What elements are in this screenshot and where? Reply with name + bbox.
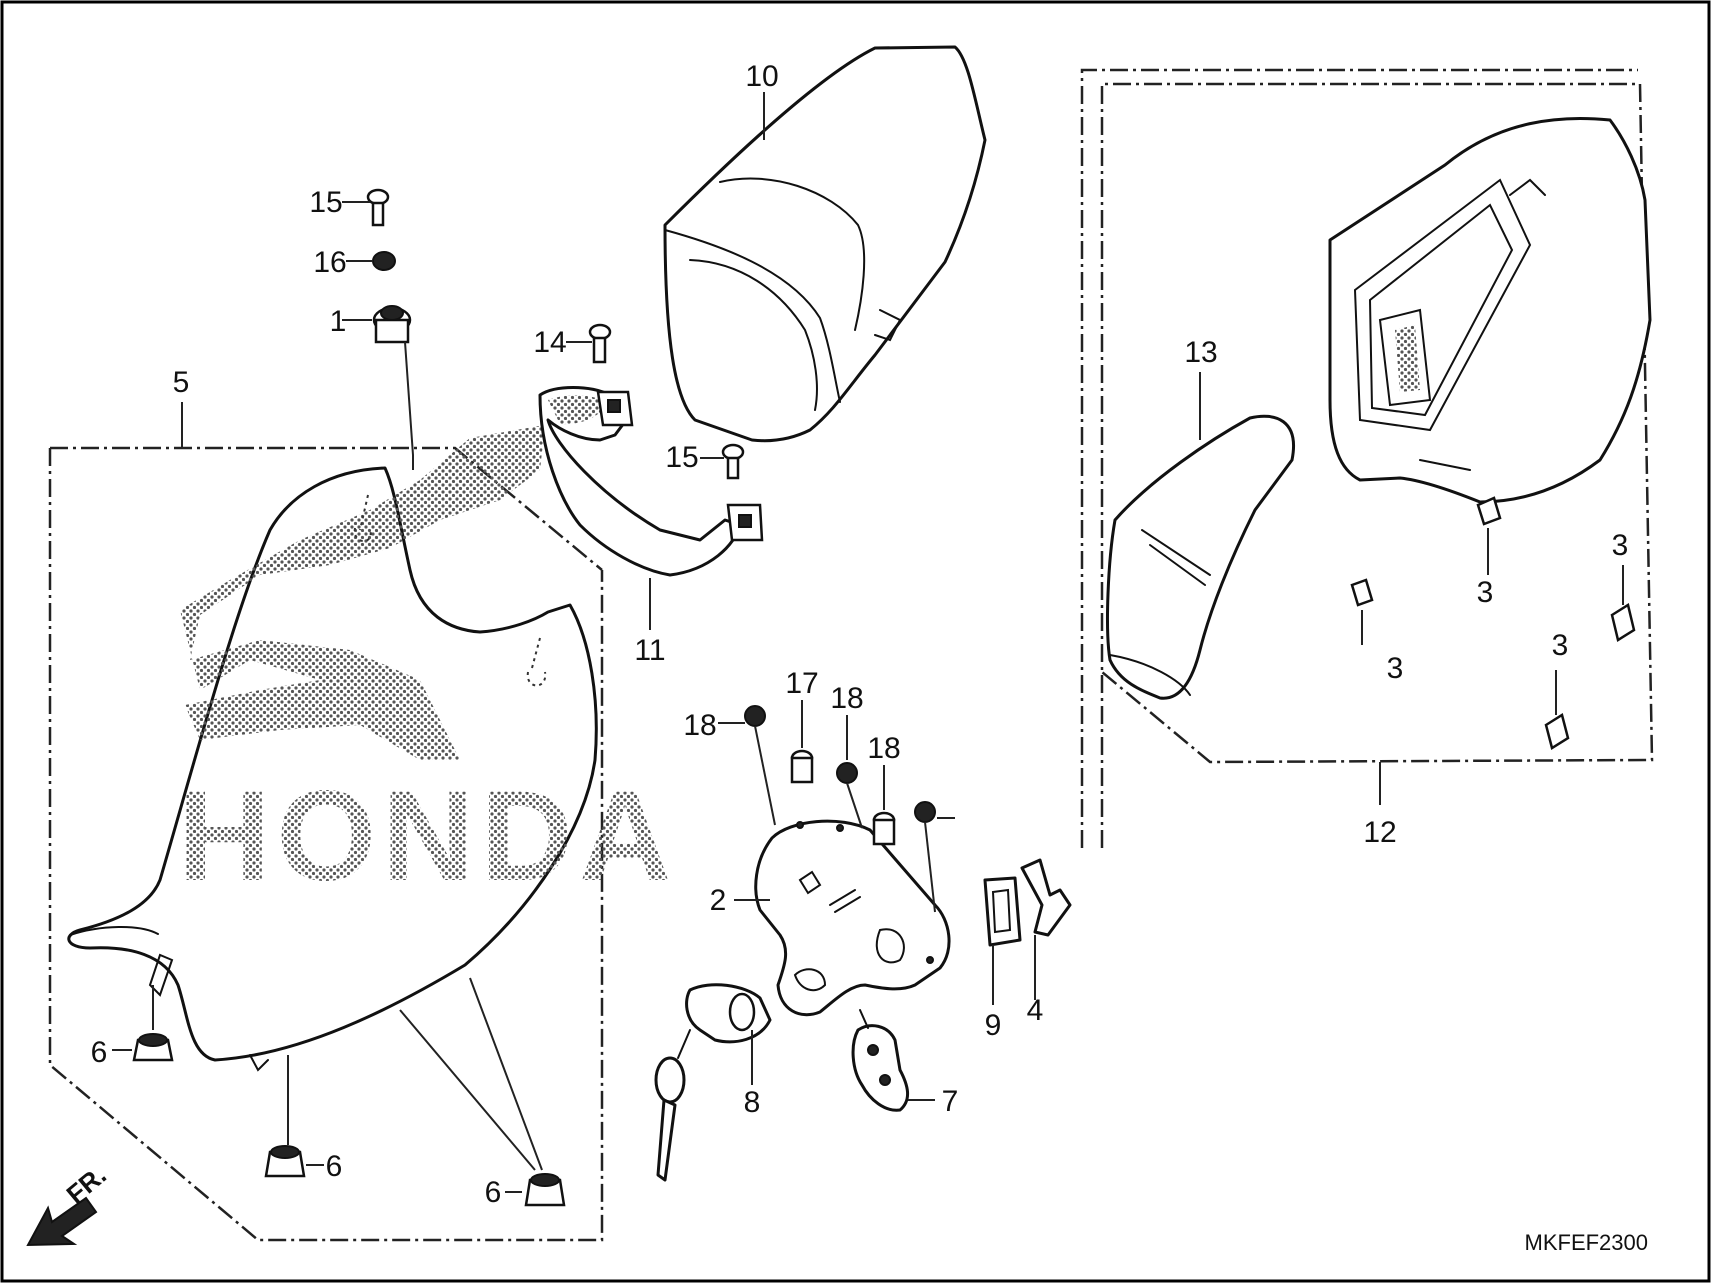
front-direction-arrow: FR. [26, 1160, 112, 1247]
callout-3-a: 3 [1387, 652, 1404, 685]
callout-15-b: 18 [867, 732, 900, 765]
callout-13: 13 [1184, 336, 1217, 369]
clip-3-c [1544, 670, 1570, 750]
callout-6-c: 6 [485, 1176, 502, 1209]
grommet-1 [372, 305, 412, 344]
rider-seat: HONDA [67, 425, 677, 1072]
callout-11: 11 [634, 634, 665, 667]
rear-seat-cowl-10 [663, 45, 987, 443]
callout-6-a: 6 [91, 1036, 108, 1069]
callout-12: 12 [1363, 816, 1396, 849]
seat-lock-cable-7 [851, 1009, 909, 1112]
front-direction-label: FR. [61, 1160, 112, 1210]
callout-5: 5 [173, 366, 190, 399]
spacer-8 [983, 876, 1022, 947]
seat-assembly-bracket [48, 446, 604, 1242]
seat-fastener-marker-a [353, 494, 372, 542]
bolt-18-b [836, 762, 863, 829]
bolt-14-b [721, 443, 745, 480]
collar-15-a [790, 749, 814, 784]
clip-3-b [1476, 496, 1502, 575]
seat-brand-lettering: HONDA [178, 765, 677, 908]
cowl-set-bracket [1080, 68, 1654, 848]
rear-seat-cowl-interior [1328, 116, 1652, 504]
callout-3-c: 3 [1552, 629, 1569, 662]
callout-15-a: 17 [785, 667, 818, 700]
rubber-cushion-6-a [132, 1033, 174, 1062]
rubber-cushion-6-c [524, 1173, 566, 1207]
callout-6-b: 6 [326, 1150, 343, 1183]
clip-3-d [1610, 565, 1636, 642]
drawing-code: MKFEF2300 [1525, 1230, 1649, 1255]
seat-lock-bracket-2 [754, 819, 951, 1017]
seat-fastener-marker-b [526, 637, 547, 687]
grab-strap-11 [538, 386, 764, 577]
strap-bracket-b [726, 503, 764, 542]
washer-17 [372, 251, 396, 271]
seat-side-hook [148, 953, 174, 997]
clip-4 [1020, 858, 1072, 937]
seat-mount-tab [249, 1054, 269, 1072]
callout-14-a: 14 [533, 326, 566, 359]
callout-9: 8 [744, 1086, 761, 1119]
callout-18-b: 18 [830, 682, 863, 715]
collar-15-b [872, 811, 896, 846]
callout-17: 16 [313, 246, 346, 279]
callout-2: 2 [710, 884, 727, 917]
bolt-16 [366, 188, 390, 227]
callout-16: 15 [309, 186, 342, 219]
seat-wing-logo-stipple [180, 425, 545, 760]
callout-14-b: 15 [665, 441, 698, 474]
strap-bracket-a [596, 390, 634, 427]
key [654, 1029, 691, 1182]
callout-10: 10 [745, 60, 778, 93]
rider-seat-outline [67, 466, 598, 1062]
bolt-18-a [744, 705, 776, 826]
rubber-cushion-6-b [264, 1145, 306, 1178]
callout-1: 1 [330, 305, 347, 338]
callout-3-d: 3 [1612, 529, 1629, 562]
callout-4: 4 [1027, 994, 1044, 1027]
callout-8: 9 [985, 1009, 1002, 1042]
callout-3-b: 3 [1477, 576, 1494, 609]
seat-lock-cylinder-9 [654, 983, 772, 1182]
arrow-left-down-icon [26, 1196, 98, 1247]
callout-18-a: 18 [683, 709, 716, 742]
grommet-1-guide-line [404, 341, 414, 470]
seat-pad-13 [1106, 414, 1295, 700]
clip-3-a [1350, 578, 1374, 645]
callout-7: 7 [942, 1085, 959, 1118]
bolt-14-a [588, 323, 612, 364]
seat-front-lip [69, 926, 159, 936]
bolt-18-c [914, 801, 936, 913]
